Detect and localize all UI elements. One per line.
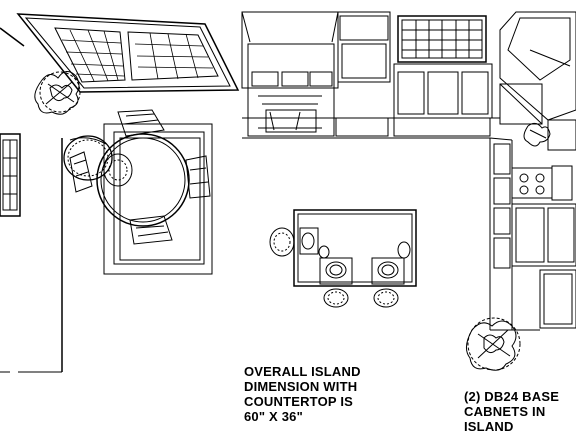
note-line: ISLAND: [464, 419, 514, 434]
top-window-icon: [16, 13, 240, 93]
stool-icon: [269, 227, 411, 308]
room-walls: [0, 27, 63, 373]
left-window-icon: [0, 133, 21, 217]
upper-cabinets: [241, 11, 391, 137]
round-chair-icon: [63, 135, 133, 187]
corner-plant-icon: [523, 122, 551, 147]
dining-table: [96, 133, 190, 227]
dining-rug: [103, 123, 213, 275]
sink-cabinets: [393, 63, 493, 119]
note-line: DIMENSION WITH: [244, 379, 358, 394]
note-line: COUNTERTOP IS: [244, 394, 354, 409]
plant-icon: [34, 71, 81, 115]
note-line: CABNETS IN: [464, 404, 546, 419]
note-line: 60" X 36": [244, 409, 303, 424]
island-dimension-note: OVERALL ISLAND DIMENSION WITH COUNTERTOP…: [244, 364, 361, 424]
corner-cabinets: [499, 11, 576, 151]
kitchen-island: [293, 209, 417, 287]
sink-window-icon: [397, 15, 487, 63]
note-line: OVERALL ISLAND: [244, 364, 361, 379]
right-cabinets: [490, 143, 576, 331]
base-counters: [242, 117, 513, 330]
note-line: (2) DB24 BASE: [464, 389, 560, 404]
chair-icon: [69, 109, 211, 245]
floor-plant-icon: [466, 317, 521, 371]
range-icon: [511, 165, 573, 201]
base-cabinets-note: (2) DB24 BASE CABNETS IN ISLAND: [464, 389, 559, 434]
